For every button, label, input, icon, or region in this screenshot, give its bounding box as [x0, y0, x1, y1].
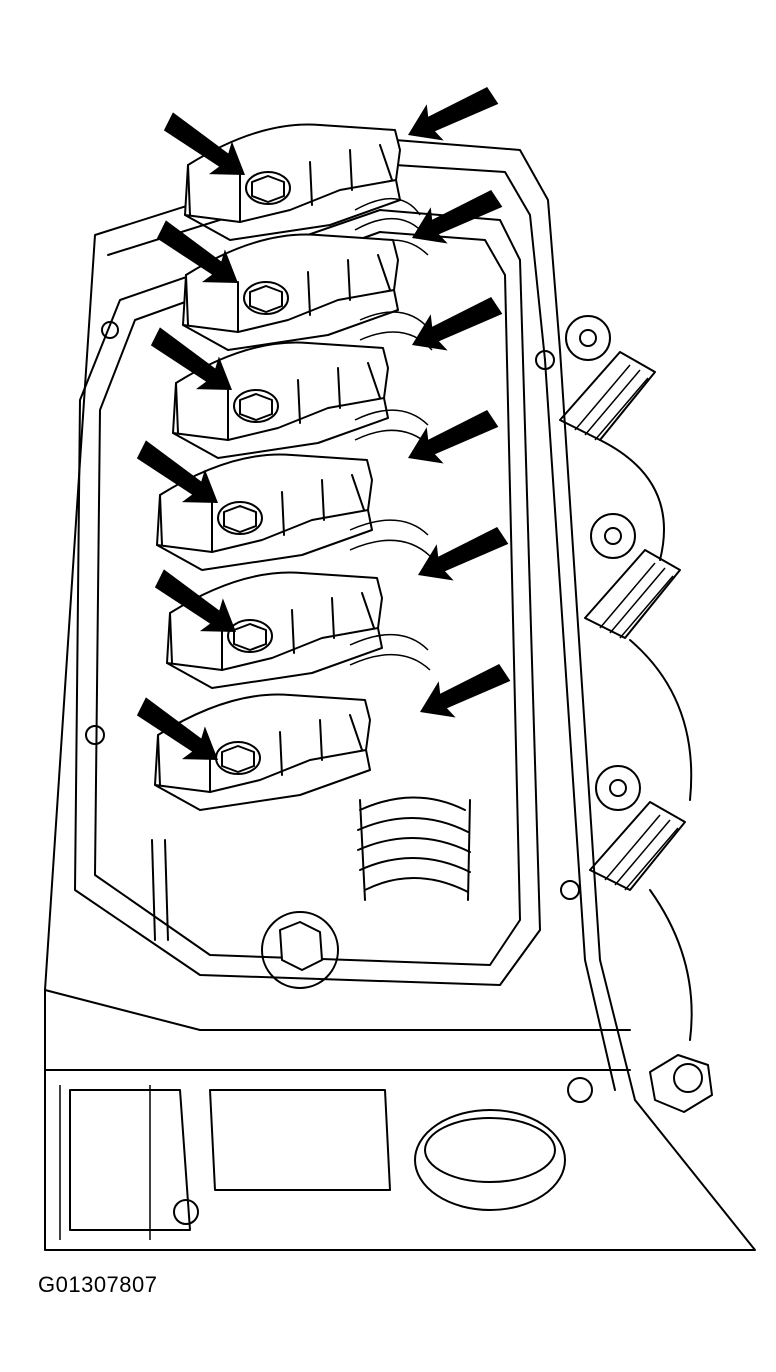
arrow-right [408, 87, 499, 141]
pushrod [151, 839, 169, 941]
arrow-left [163, 112, 245, 175]
rocker-arm [166, 571, 383, 689]
head-bolt-center [261, 911, 339, 989]
arrow-left [150, 327, 232, 390]
rocker-arm [156, 453, 373, 571]
arrow-right [408, 410, 499, 464]
valve-springs [349, 197, 471, 901]
cylinder-head-diagram [44, 87, 756, 1251]
figure-code: G01307807 [38, 1272, 158, 1297]
head-bolt-corner [649, 1054, 713, 1113]
rocker-arm-group [154, 123, 401, 811]
arrow-left [154, 569, 236, 632]
exhaust-studs [559, 315, 693, 1041]
arrow-right [412, 297, 503, 351]
arrow-right [412, 190, 503, 244]
arrow-right [420, 664, 511, 718]
rocker-arm [154, 693, 371, 811]
cylinder-head-body [44, 139, 756, 1251]
arrow-left [156, 220, 238, 283]
arrow-left [136, 697, 218, 760]
rocker-arm [182, 233, 399, 351]
rocker-arm [184, 123, 401, 241]
rocker-arm [172, 341, 389, 459]
arrow-left [136, 440, 218, 503]
arrow-right [418, 527, 509, 581]
arrow-group [136, 87, 511, 760]
